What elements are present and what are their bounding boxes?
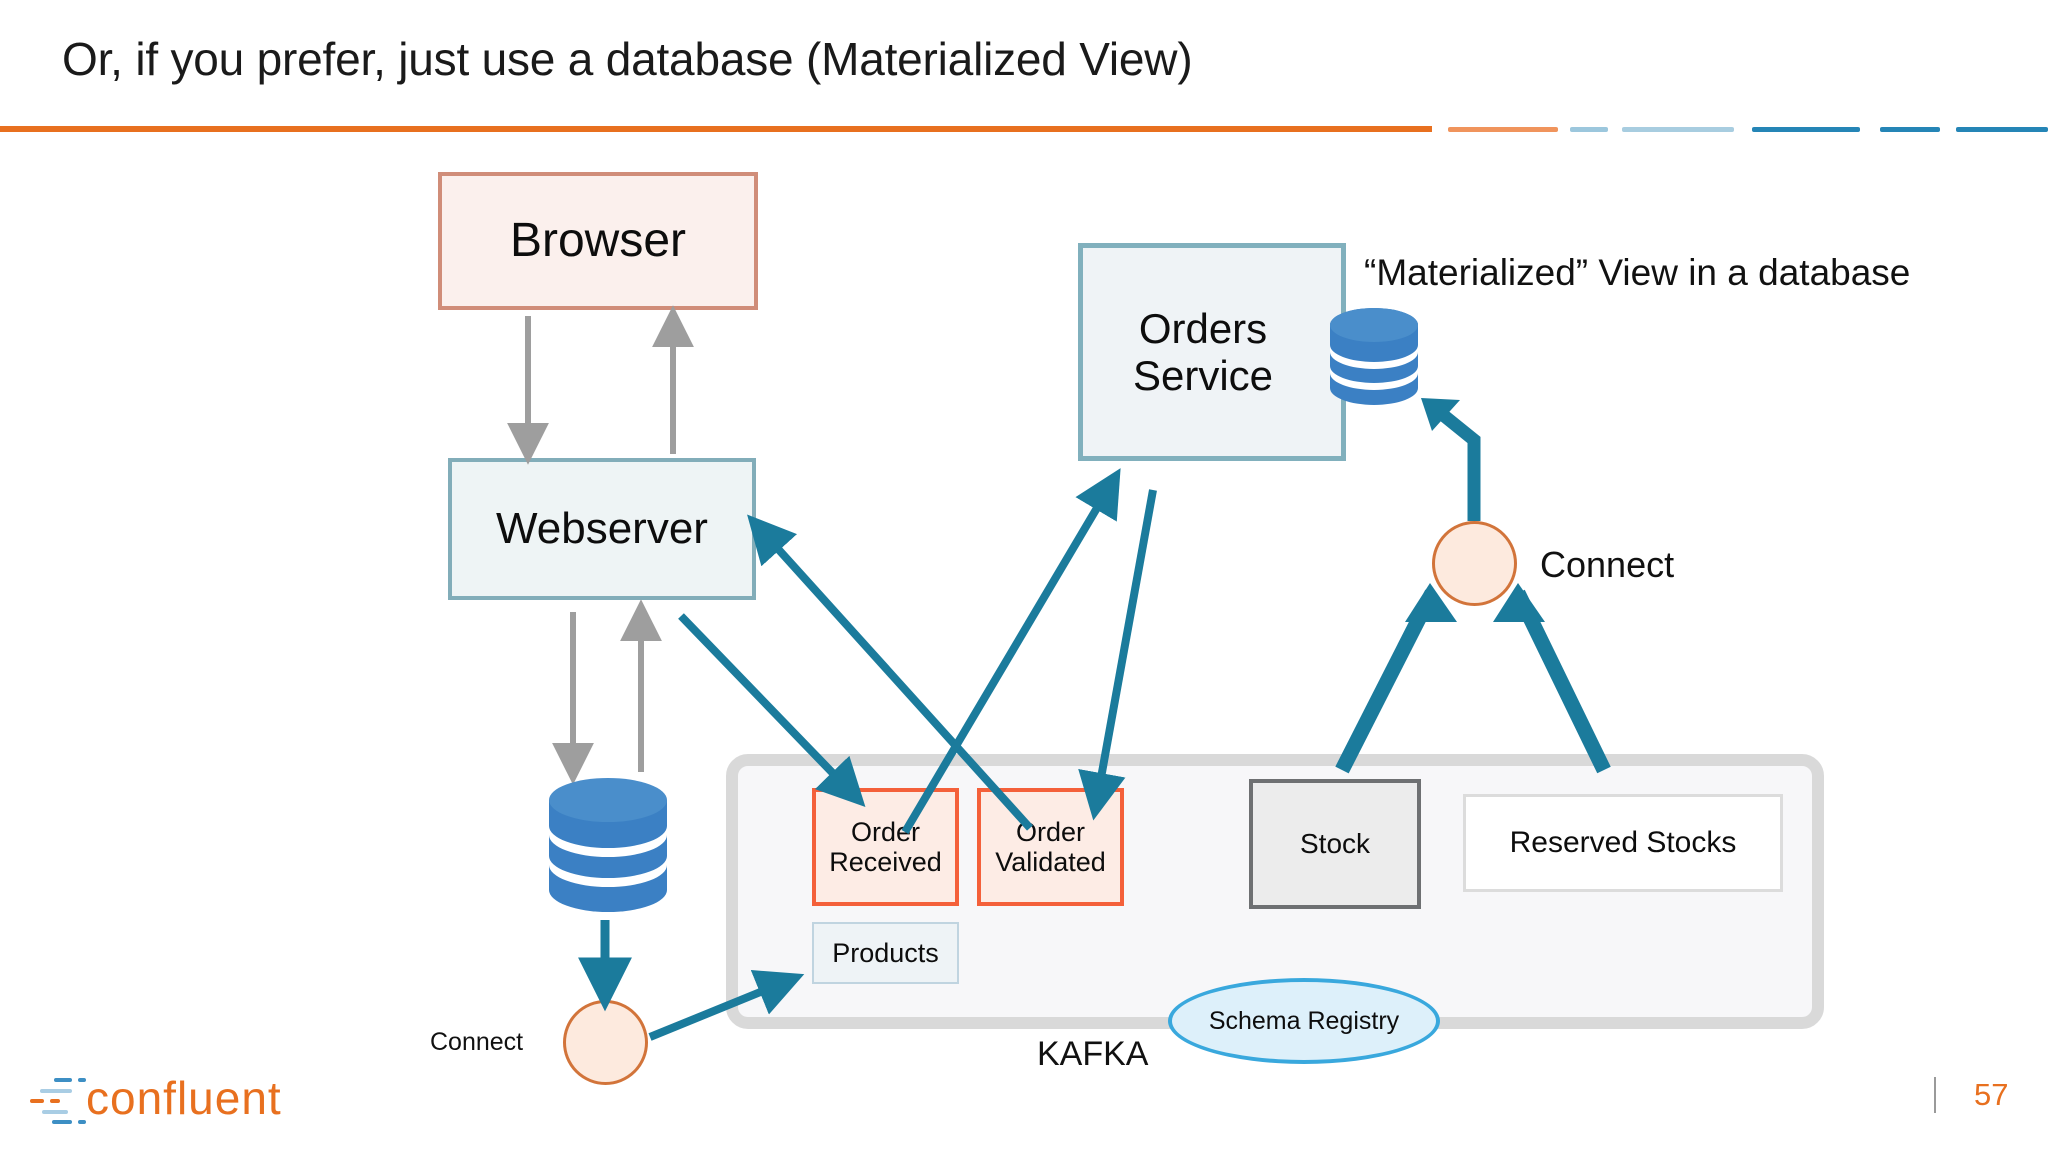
topic-stock[interactable]: Stock bbox=[1249, 779, 1421, 909]
topic-label-line1: Order bbox=[850, 816, 921, 847]
topic-label-line1: Order bbox=[1015, 816, 1086, 847]
topic-label: Products bbox=[832, 937, 939, 968]
connect-node-right[interactable] bbox=[1432, 521, 1517, 606]
orders-service-node[interactable]: Orders Service bbox=[1078, 243, 1346, 461]
arrow-connect-to-orders-db-head bbox=[1421, 398, 1460, 431]
arrow-stock-to-connect bbox=[1335, 589, 1439, 774]
arrow-connect-to-orders-db bbox=[1427, 400, 1481, 521]
browser-label: Browser bbox=[509, 214, 687, 268]
title-dash-2 bbox=[1570, 127, 1608, 132]
topic-label-line2: Received bbox=[829, 847, 942, 877]
webserver-db-cylinder-icon bbox=[549, 778, 667, 912]
title-dash-1 bbox=[1448, 127, 1558, 132]
webserver-node[interactable]: Webserver bbox=[448, 458, 756, 600]
topic-order-validated[interactable]: Order Validated bbox=[977, 788, 1124, 906]
webserver-label: Webserver bbox=[496, 504, 708, 554]
connect-node-left[interactable] bbox=[563, 1000, 648, 1085]
topic-products[interactable]: Products bbox=[812, 922, 959, 984]
orders-service-label-line1: Orders bbox=[1138, 304, 1268, 352]
topic-label-line2: Validated bbox=[995, 847, 1106, 877]
topic-reserved-stocks[interactable]: Reserved Stocks bbox=[1463, 794, 1783, 892]
title-dash-6 bbox=[1956, 127, 2048, 132]
kafka-label: KAFKA bbox=[1037, 1035, 1149, 1073]
connect-label-left: Connect bbox=[430, 1028, 524, 1056]
page-number: 57 bbox=[1974, 1077, 2009, 1112]
page-title: Or, if you prefer, just use a database (… bbox=[62, 33, 1193, 85]
connect-label-right: Connect bbox=[1540, 544, 1675, 585]
confluent-logo-dashes bbox=[30, 1078, 86, 1124]
orders-service-label-line2: Service bbox=[1132, 352, 1274, 399]
materialized-view-caption: “Materialized” View in a database bbox=[1364, 252, 1911, 293]
confluent-logo: confluent bbox=[30, 1072, 282, 1124]
topic-order-received[interactable]: Order Received bbox=[812, 788, 959, 906]
schema-registry-label: Schema Registry bbox=[1208, 1006, 1400, 1035]
footer-divider bbox=[1934, 1077, 1936, 1113]
topic-label: Stock bbox=[1299, 828, 1371, 860]
title-dash-5 bbox=[1880, 127, 1940, 132]
title-dash-4 bbox=[1752, 127, 1860, 132]
browser-node[interactable]: Browser bbox=[438, 172, 758, 310]
topic-label: Reserved Stocks bbox=[1509, 826, 1737, 860]
title-dash-3 bbox=[1622, 127, 1734, 132]
title-underline bbox=[0, 126, 1432, 132]
confluent-wordmark: confluent bbox=[86, 1072, 282, 1124]
schema-registry-node[interactable]: Schema Registry bbox=[1168, 978, 1440, 1064]
arrow-reserved-stocks-to-connect bbox=[1511, 589, 1611, 774]
